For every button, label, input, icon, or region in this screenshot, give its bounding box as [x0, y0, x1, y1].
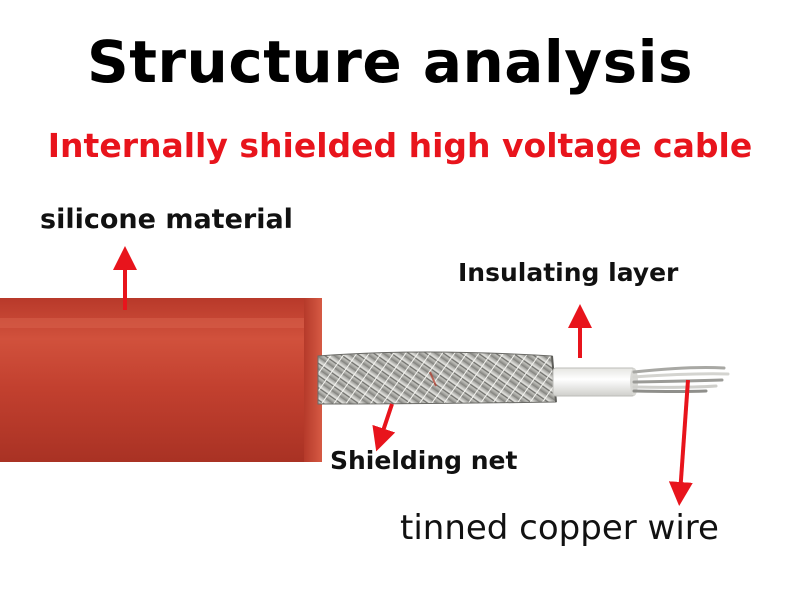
arrow-copper — [668, 379, 693, 506]
arrow-shielding — [372, 403, 396, 452]
page-subtitle: Internally shielded high voltage cable — [47, 126, 753, 165]
insulating-layer — [552, 367, 638, 397]
copper-strands — [632, 366, 730, 393]
label-silicone-material: silicone material — [40, 204, 293, 235]
label-tinned-copper-wire: tinned copper wire — [400, 508, 719, 548]
label-shielding-net: Shielding net — [330, 446, 518, 475]
shielding-braid — [317, 351, 557, 405]
label-insulating-layer: Insulating layer — [458, 258, 679, 287]
silicone-jacket — [0, 298, 322, 462]
page-title: Structure analysis — [86, 28, 694, 96]
